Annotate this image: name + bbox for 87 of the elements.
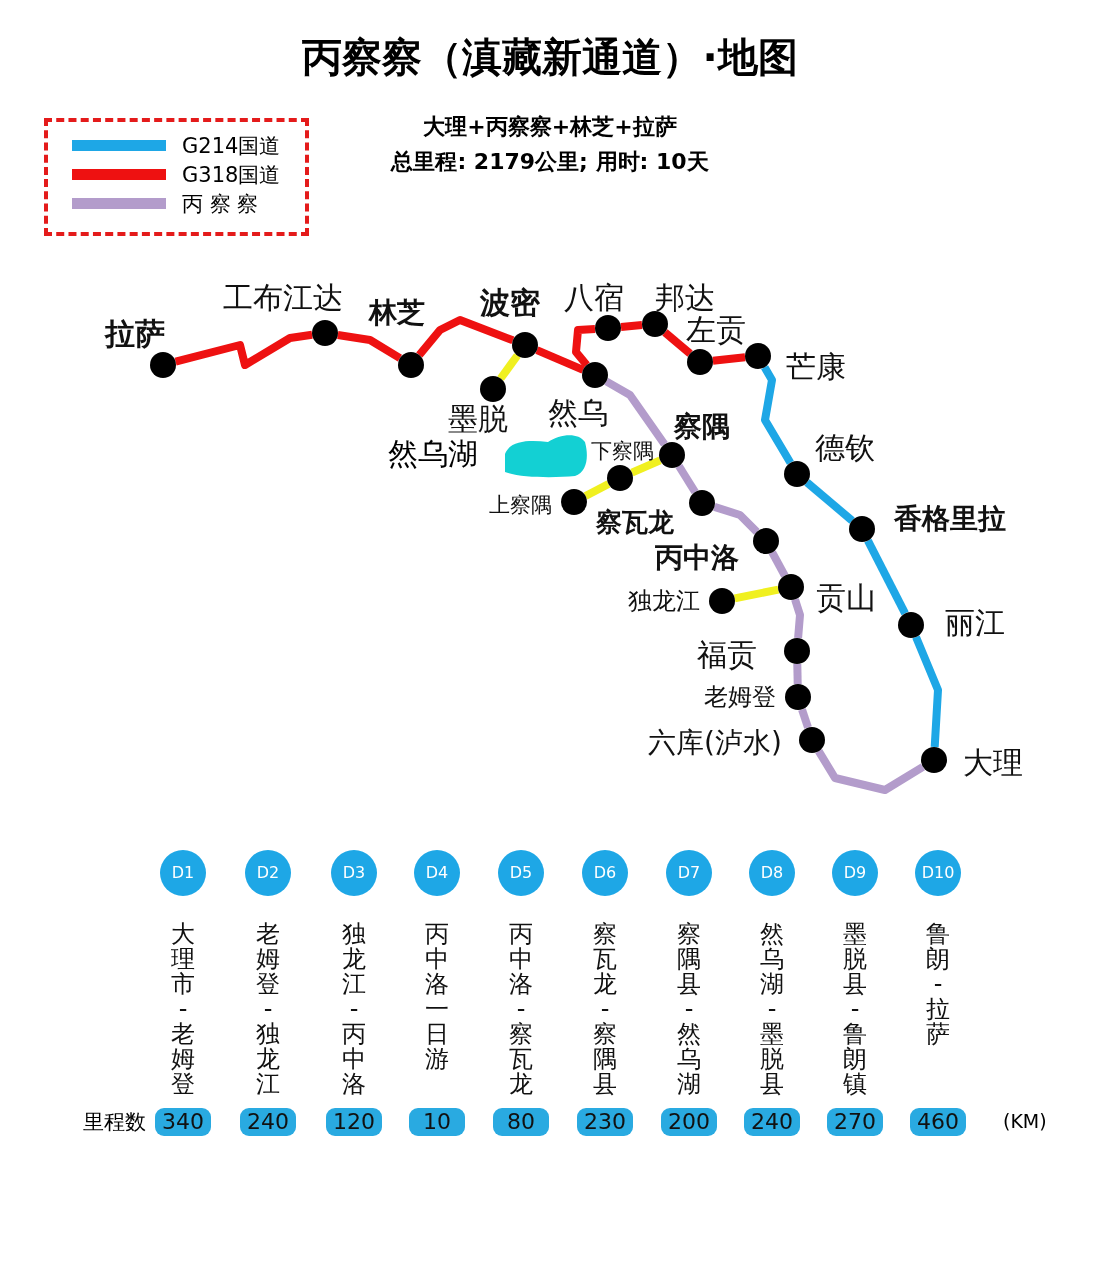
station-name: 下察隅: [590, 440, 654, 464]
route-line: [864, 538, 909, 616]
day-route: 独龙江-丙中洛: [341, 922, 367, 1097]
station-name: 八宿: [564, 280, 624, 314]
mileage-value: 120: [326, 1108, 382, 1136]
station-name: 林芝: [369, 297, 425, 329]
route-line: [791, 598, 804, 639]
day-badge: D2: [245, 850, 291, 896]
station-name: 香格里拉: [894, 503, 1006, 535]
day-badge: D3: [331, 850, 377, 896]
route-summary: 总里程: 2179公里; 用时: 10天: [389, 148, 710, 176]
station-name: 大理: [963, 745, 1023, 779]
mileage-value: 340: [155, 1108, 211, 1136]
station-name: 老姆登: [704, 683, 776, 711]
mileage-label: 里程数: [83, 1109, 146, 1136]
day-badge: D9: [832, 850, 878, 896]
route-line: [804, 479, 855, 524]
lake-name: 然乌湖: [388, 436, 478, 472]
route-line: [712, 353, 746, 365]
day-badge: D1: [160, 850, 206, 896]
station-name: 德钦: [815, 430, 875, 464]
route-line: [768, 550, 789, 578]
day-badge: D4: [414, 850, 460, 896]
day-badge: D10: [915, 850, 961, 896]
route-line: [174, 330, 313, 369]
route-line: [497, 353, 521, 381]
route-line: [630, 456, 662, 477]
station-name: 邦达: [655, 280, 715, 314]
station-name: 上察隅: [488, 494, 552, 518]
route-summary: 大理+丙察察+林芝+拉萨: [422, 113, 678, 141]
mileage-value: 80: [493, 1108, 549, 1136]
legend-text: 丙 察 察: [182, 191, 259, 218]
station-name: 六库(泸水): [648, 727, 782, 759]
day-badge: D8: [749, 850, 795, 896]
day-route: 墨脱县-鲁朗镇: [842, 922, 868, 1097]
day-route: 丙中洛一日游: [424, 922, 450, 1072]
unit-label: (KM): [1003, 1110, 1047, 1132]
station-name: 墨脱: [448, 401, 508, 435]
station-name: 丽江: [945, 605, 1005, 639]
route-line: [620, 321, 643, 331]
station-name: 波密: [480, 285, 540, 319]
station-name: 左贡: [686, 312, 746, 346]
day-badge: D7: [666, 850, 712, 896]
day-badge: D6: [582, 850, 628, 896]
station-name: 独龙江: [628, 587, 700, 615]
map-title: 丙察察（滇藏新通道）·地图: [301, 33, 799, 82]
route-line: [912, 635, 942, 748]
route-line: [675, 463, 699, 495]
mileage-value: 230: [577, 1108, 633, 1136]
mileage-value: 240: [240, 1108, 296, 1136]
route-line: [662, 329, 693, 357]
route-line: [604, 377, 668, 447]
station-name: 工布江达: [223, 280, 343, 314]
day-route: 然乌湖-墨脱县: [759, 922, 785, 1097]
station-name: 福贡: [697, 637, 757, 671]
mileage-value: 10: [409, 1108, 465, 1136]
station-name: 芒康: [786, 349, 846, 383]
route-line: [535, 346, 585, 374]
route-line: [583, 480, 611, 500]
route-line: [572, 324, 596, 368]
route-line: [713, 503, 760, 535]
mileage-value: 200: [661, 1108, 717, 1136]
station-name: 察瓦龙: [596, 507, 674, 537]
day-route: 察隅县-然乌湖: [676, 922, 702, 1097]
route-line: [416, 316, 515, 358]
route-line: [761, 365, 794, 465]
day-route: 大理市-老姆登: [170, 922, 196, 1097]
day-route: 鲁朗-拉萨: [925, 922, 951, 1047]
day-badge: D5: [498, 850, 544, 896]
station-name: 拉萨: [105, 316, 165, 350]
mileage-value: 460: [910, 1108, 966, 1136]
mileage-value: 270: [827, 1108, 883, 1136]
route-line: [815, 749, 925, 794]
route-line: [733, 585, 780, 603]
station-name: 贡山: [816, 580, 876, 614]
mileage-value: 240: [744, 1108, 800, 1136]
day-route: 老姆登-独龙江: [255, 922, 281, 1097]
route-line: [798, 708, 812, 729]
station-name: 丙中洛: [655, 542, 739, 574]
route-line: [793, 663, 802, 685]
route-line: [337, 331, 402, 362]
day-route: 丙中洛-察瓦龙: [508, 922, 534, 1097]
day-route: 察瓦龙-察隅县: [592, 922, 618, 1097]
station-name: 察隅: [674, 411, 730, 443]
legend-text: G318国道: [182, 162, 281, 189]
station-name: 然乌: [548, 395, 608, 429]
legend-text: G214国道: [182, 133, 281, 160]
